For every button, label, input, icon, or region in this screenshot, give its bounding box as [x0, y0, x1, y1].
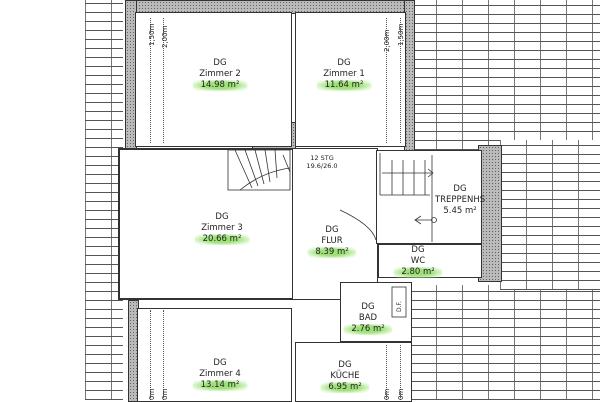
- room-treppenhaus: [376, 150, 482, 244]
- outer-wall-top: [125, 0, 412, 14]
- roof-tiles-right-mid: [500, 140, 600, 290]
- dim-label: 0m: [148, 388, 156, 400]
- dim-label: 0m: [161, 388, 169, 400]
- bay-wall: [478, 145, 502, 282]
- slope-line-z4b: [163, 310, 164, 400]
- slope-line-200-z2: [163, 18, 164, 143]
- room-zimmer1: [295, 12, 406, 147]
- roof-tiles-left: [85, 0, 123, 400]
- room-zimmer2: [135, 12, 292, 147]
- roof-tiles-right-bottom: [410, 285, 600, 400]
- df-label: D.F.: [396, 301, 403, 312]
- slope-line-200-z1: [386, 18, 387, 143]
- dim-label: 0m: [383, 388, 391, 400]
- dim-label: 1,50m: [397, 23, 405, 46]
- slope-line-ka: [386, 345, 387, 400]
- dim-label: 1,50m: [148, 23, 156, 46]
- slope-line-z4a: [150, 310, 151, 400]
- slope-line-150-z1: [400, 18, 401, 143]
- dim-label: 0m: [397, 388, 405, 400]
- slope-line-kb: [400, 345, 401, 400]
- roof-tiles-right-top: [410, 0, 600, 150]
- room-flur: [292, 148, 378, 300]
- dim-label: 2,00m: [383, 29, 391, 52]
- dim-label: 2,00m: [161, 25, 169, 48]
- slope-line-150-z2: [150, 18, 151, 143]
